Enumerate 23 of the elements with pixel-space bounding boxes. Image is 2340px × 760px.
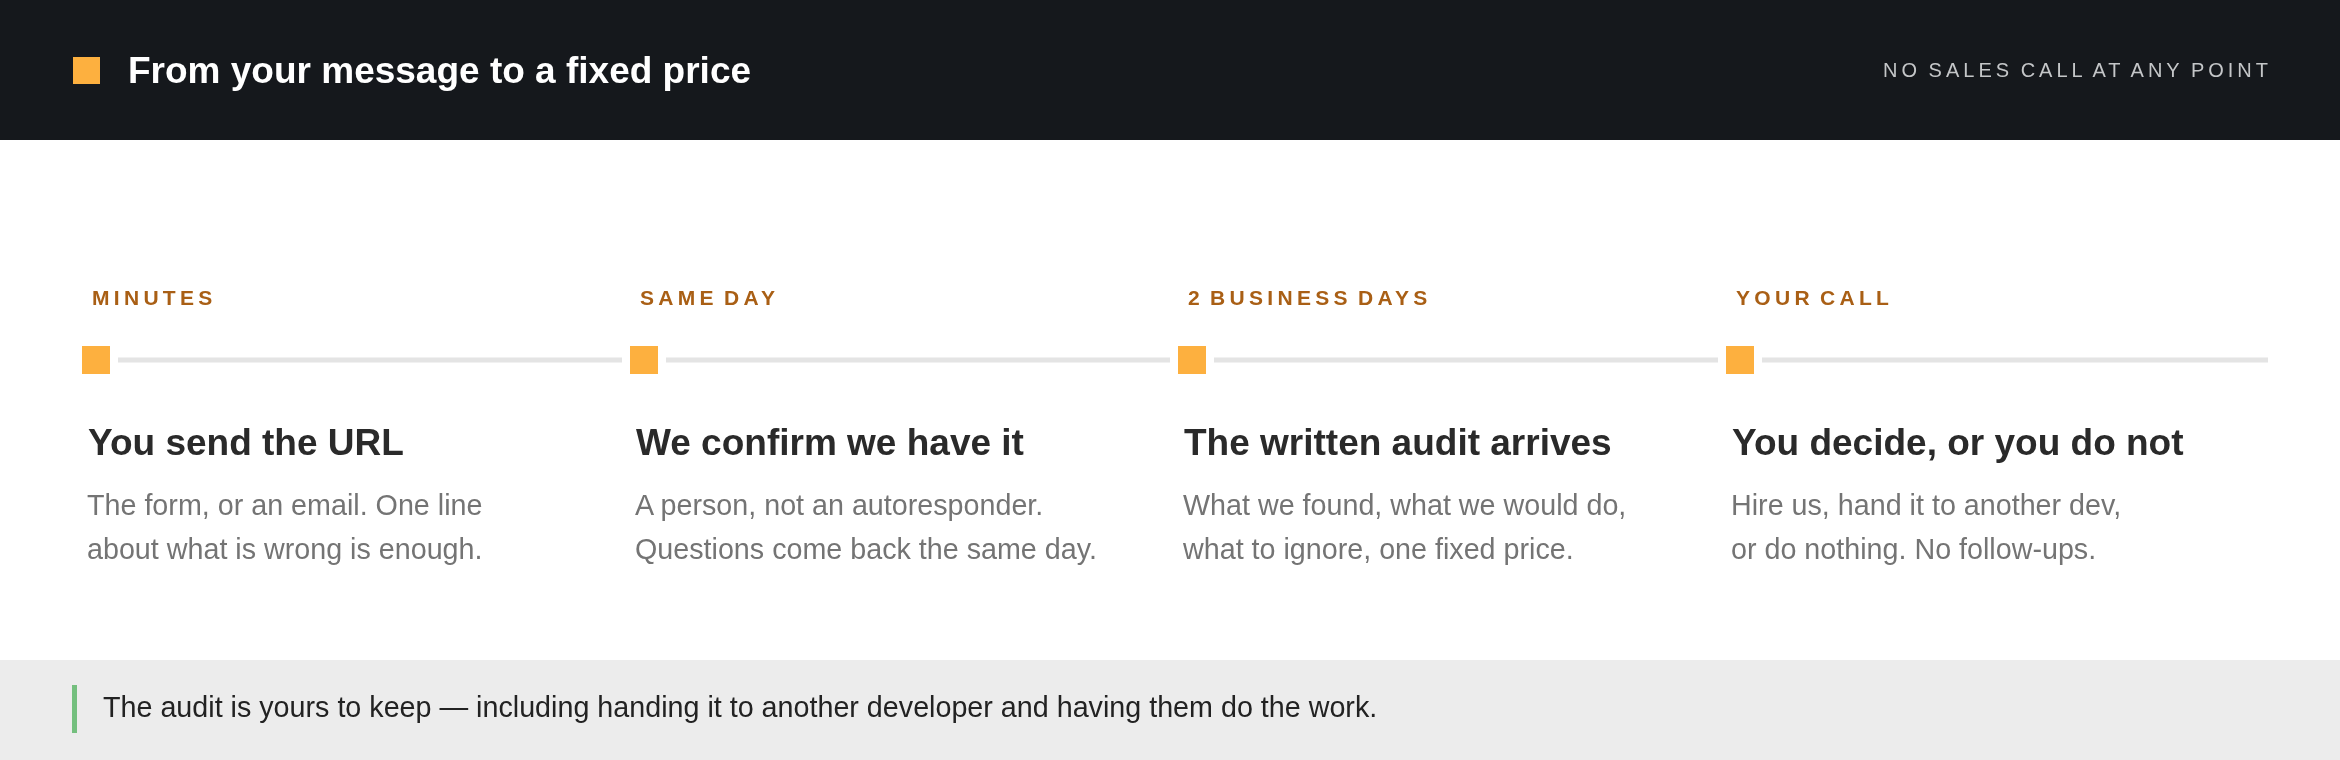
step-description: Hire us, hand it to another dev, or do nothing. No follow-ups.: [1731, 488, 2123, 567]
title: From your message to a fixed price: [128, 49, 752, 92]
step-description: What we found, what we would do, what to ignore, one fixed price.: [1183, 488, 1628, 567]
tagline-text: NO SALES CALL AT ANY POINT: [1883, 58, 2272, 82]
step-heading: The written audit arrives: [1184, 421, 1612, 464]
timeline-line: [118, 357, 622, 363]
timeline-line: [666, 357, 1170, 363]
step-heading: You send the URL: [88, 421, 404, 464]
note-text: The audit is yours to keep — including handing it to another developer and having them do the work.: [103, 690, 1378, 724]
duration-label: 2 BUSINESS DAYS: [1188, 286, 1432, 310]
timeline-line: [1762, 357, 2268, 363]
step-marker: [82, 346, 110, 374]
duration-label: SAME DAY: [640, 286, 780, 310]
duration-label: MINUTES: [92, 286, 217, 310]
step-marker: [1726, 346, 1754, 374]
step-heading: You decide, or you do not: [1732, 421, 2184, 464]
step-marker: [1178, 346, 1206, 374]
step-description: A person, not an autoresponder. Questions come back the same day.: [635, 488, 1098, 567]
duration-label: YOUR CALL: [1736, 286, 1894, 310]
step-marker: [630, 346, 658, 374]
step-description: The form, or an email. One line about what is wrong is enough.: [87, 488, 484, 567]
timeline-line: [1214, 357, 1718, 363]
step-heading: We confirm we have it: [636, 421, 1024, 464]
